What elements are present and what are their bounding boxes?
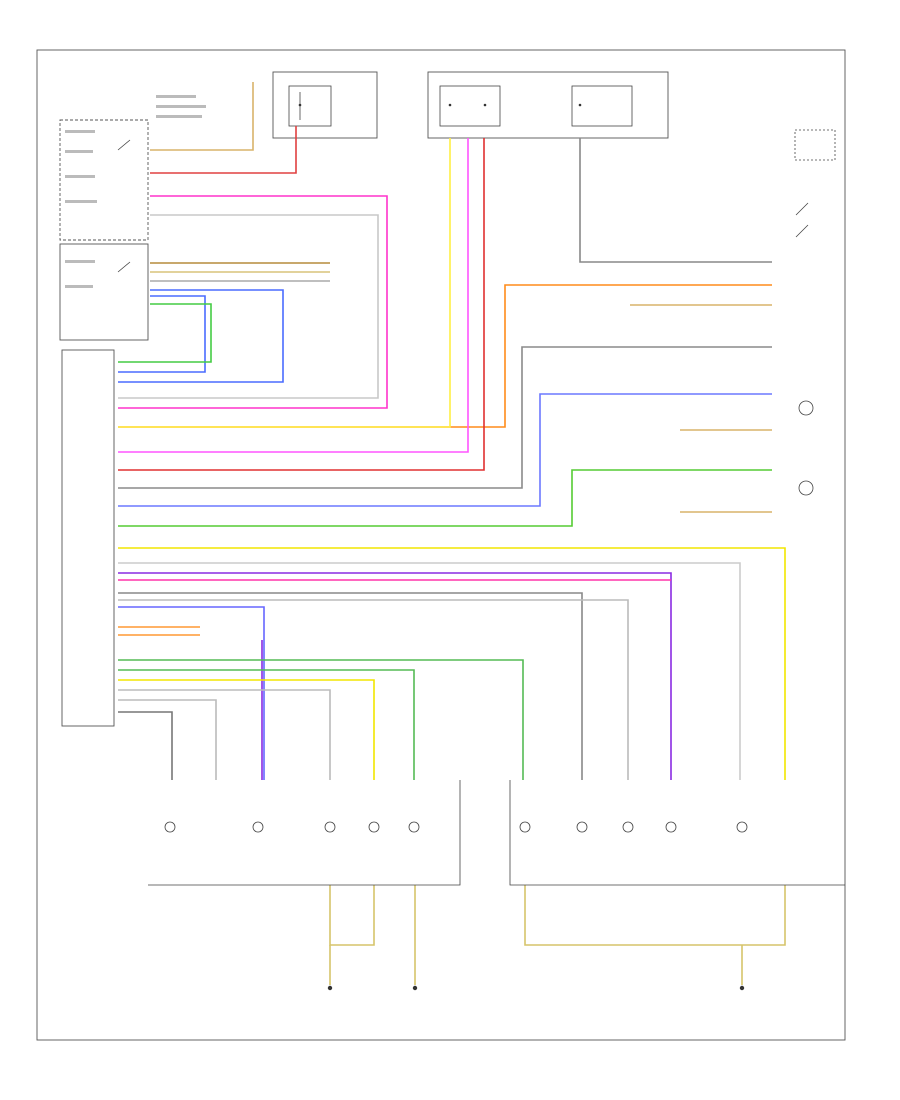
wire-yellow-2 [118, 679, 375, 780]
right-headlight-assembly [509, 780, 845, 886]
wire-dk-grey-2 [118, 711, 173, 780]
wire-grey-4 [118, 592, 583, 780]
diagram-frame [36, 49, 846, 1041]
wire-blue-2 [118, 295, 206, 373]
ground-points [327, 985, 745, 991]
wire-yellow-long [118, 547, 786, 780]
wire-blue-right [118, 393, 772, 507]
wire-purple [118, 572, 672, 780]
wire-lt-grey [118, 562, 741, 780]
wire-grey-5 [118, 599, 629, 780]
wire-red-fuse-left [150, 126, 297, 174]
wire-grey-1 [118, 214, 379, 399]
switch-legend [65, 95, 206, 288]
central-electrics-module [61, 349, 115, 727]
wire-green-right [118, 469, 772, 527]
ground-left-2 [412, 985, 418, 991]
wire-gnd-left-1 [329, 885, 375, 946]
light-switch [59, 119, 149, 341]
wire-red-fuse-right [118, 138, 485, 471]
wire-grey-7 [118, 699, 217, 780]
wire-blue-purple [118, 606, 265, 780]
wire-dk-grey [579, 138, 772, 263]
wire-blue [118, 289, 284, 383]
wire-grey-3 [118, 346, 772, 489]
ground-left-1 [327, 985, 333, 991]
right-components [794, 129, 836, 496]
wire-orange [118, 284, 772, 428]
wire-magenta [118, 138, 469, 453]
fuse-box-right [427, 71, 669, 139]
fuse-box-left [272, 71, 378, 139]
wire-green-sw [118, 303, 212, 363]
wires [118, 82, 786, 985]
wire-green-2 [118, 669, 415, 780]
wire-tan-top [150, 82, 254, 151]
wire-pink [118, 195, 388, 409]
wire-green-1 [118, 659, 524, 780]
wire-gnd-right [524, 885, 786, 946]
wire-grey-6 [118, 689, 331, 780]
left-headlight-assembly [148, 780, 461, 886]
ground-right [739, 985, 745, 991]
wire-yellow-fuse [118, 138, 451, 428]
